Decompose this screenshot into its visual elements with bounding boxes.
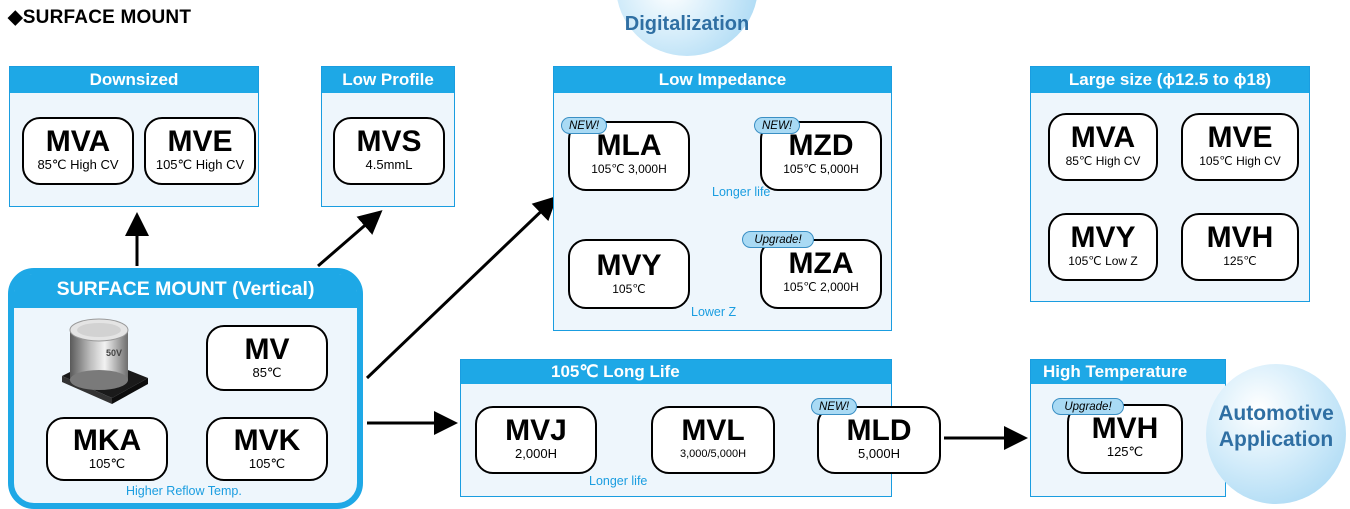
product-name: MVK [233,424,301,457]
product-spec: 105℃ 5,000H [783,162,859,176]
product-mvh[interactable]: MVH 125℃ [1067,404,1183,474]
product-spec: 2,000H [515,446,557,461]
product-spec: 4.5mmL [365,157,413,172]
product-name: MVJ [505,414,567,447]
automotive-application-circle: Automotive Application [1206,364,1346,504]
product-mvj[interactable]: MVJ 2,000H [475,406,597,474]
product-mza[interactable]: MZA 105℃ 2,000H [760,239,882,309]
surface-mount-vertical-header: SURFACE MOUNT (Vertical) [14,274,357,308]
product-name: MVL [681,414,745,447]
high-temperature-panel: High Temperature MVH 125℃ Upgrade! [1030,359,1226,497]
product-spec: 125℃ [1223,254,1257,268]
large-size-header: Large size (ϕ12.5 to ϕ18) [1031,67,1309,93]
product-mva-large[interactable]: MVA 85℃ High CV [1048,113,1158,181]
longer-life-note: Longer life [712,185,771,199]
product-mvh-large[interactable]: MVH 125℃ [1181,213,1299,281]
new-badge: NEW! [754,117,800,134]
new-badge: NEW! [811,398,857,415]
product-name: MVH [1206,221,1274,254]
product-name: MV [244,333,290,366]
longer-life-note: Longer life [589,474,648,488]
arrow-main-to-low-profile [317,210,383,268]
product-mka[interactable]: MKA 105℃ [46,417,168,481]
product-spec: 105℃ High CV [155,157,245,172]
product-spec: 105℃ [88,456,126,471]
automotive-label-line1: Automotive [1218,402,1334,425]
product-spec: 105℃ Low Z [1068,254,1138,268]
product-name: MKA [72,424,142,457]
product-mvk[interactable]: MVK 105℃ [206,417,328,481]
product-spec: 105℃ 3,000H [591,162,667,176]
product-spec: 105℃ [248,456,286,471]
product-mve[interactable]: MVE 105℃ High CV [144,117,256,185]
product-spec: 105℃ 2,000H [783,280,859,294]
product-spec: 85℃ High CV [1065,154,1141,168]
automotive-label-line2: Application [1218,428,1334,451]
high-temperature-header: High Temperature [1031,360,1225,384]
product-name: MZA [788,247,854,280]
page-title: ◆SURFACE MOUNT [8,7,192,28]
lower-z-note: Lower Z [691,305,737,319]
product-mv[interactable]: MV 85℃ [206,325,328,391]
downsized-header: Downsized [10,67,258,93]
low-impedance-panel: Low Impedance MLA 105℃ 3,000H NEW! MZD 1… [553,66,892,331]
product-name: MVE [167,125,233,158]
higher-reflow-note: Higher Reflow Temp. [126,484,242,498]
product-name: MZD [788,129,854,162]
low-profile-header: Low Profile [322,67,454,93]
product-mld[interactable]: MLD 5,000H [817,406,941,474]
product-spec: 85℃ [252,365,282,380]
product-name: MVY [596,249,662,282]
digitalization-label: Digitalization [624,13,750,35]
low-profile-panel: Low Profile MVS 4.5mmL [321,66,455,207]
product-name: MVY [1070,221,1136,254]
product-spec: 3,000/5,000H [679,448,747,460]
product-name: MLA [596,129,662,162]
upgrade-badge: Upgrade! [1052,398,1124,415]
product-mvs[interactable]: MVS 4.5mmL [333,117,445,185]
product-name: MVE [1207,121,1273,154]
product-mva[interactable]: MVA 85℃ High CV [22,117,134,185]
large-size-panel: Large size (ϕ12.5 to ϕ18) MVA 85℃ High C… [1030,66,1310,302]
product-name: MVA [45,125,111,158]
downsized-panel: Downsized MVA 85℃ High CV MVE 105℃ High … [9,66,259,207]
product-spec: 85℃ High CV [37,157,119,172]
product-mvy[interactable]: MVY 105℃ [568,239,690,309]
product-name: MVA [1070,121,1136,154]
product-name: MVS [356,125,422,158]
product-name: MVH [1091,412,1159,445]
capacitor-image: 50V [62,318,148,404]
long-life-panel: 105℃ Long Life MVJ 2,000H MVL 3,000/5,00… [460,359,941,497]
product-spec: 105℃ [612,282,646,296]
capacitor-voltage-label: 50V [106,348,122,358]
arrow-main-to-low-impedance [365,195,558,380]
product-mve-large[interactable]: MVE 105℃ High CV [1181,113,1299,181]
product-mvy-large[interactable]: MVY 105℃ Low Z [1048,213,1158,281]
new-badge: NEW! [561,117,607,134]
product-name: MLD [846,414,912,447]
product-spec: 125℃ [1106,444,1144,459]
product-spec: 5,000H [858,446,900,461]
low-impedance-header: Low Impedance [554,67,891,93]
upgrade-badge: Upgrade! [742,231,814,248]
surface-mount-vertical-panel: SURFACE MOUNT (Vertical) 50V MV 85℃ MKA … [8,268,363,509]
product-spec: 105℃ High CV [1199,154,1281,168]
product-mvl[interactable]: MVL 3,000/5,000H [651,406,775,474]
long-life-header: 105℃ Long Life [461,360,891,384]
